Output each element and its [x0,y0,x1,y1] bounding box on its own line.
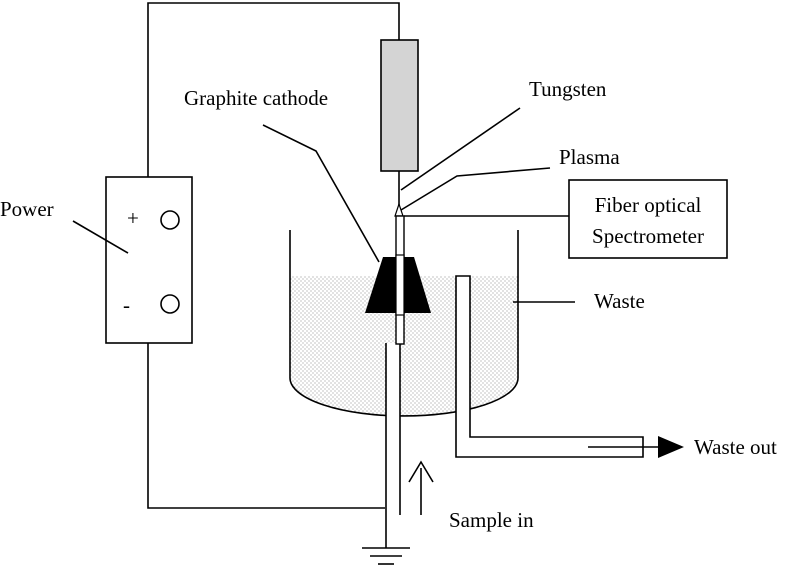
tungsten-holder [380,39,419,172]
tungsten-label: Tungsten [529,77,607,101]
power-box [105,176,193,344]
minus-terminal-label: - [123,293,130,317]
ground-icon [362,515,410,565]
plus-terminal-label: + [127,206,139,230]
tungsten-leader [400,107,521,191]
sample-in-label: Sample in [449,508,534,532]
sample-inlet-tube [385,343,401,515]
power-leader [72,220,129,254]
minus-terminal [160,294,180,314]
plus-terminal [160,210,180,230]
spectrometer-label-line1: Fiber optical [595,193,702,217]
plasma-label: Plasma [559,145,620,169]
waste-label: Waste [594,289,645,313]
waste-out-label: Waste out [694,435,777,459]
waste-tube [455,275,684,458]
graphite-cathode-leader [262,124,380,263]
beaker-wall [289,230,519,417]
circuit-wires [147,2,400,509]
waste-out-arrow-icon [658,436,684,458]
power-supply: + - [105,176,193,344]
plasma-leader [400,167,551,211]
spectrometer-label-line2: Spectrometer [592,224,704,248]
spectrometer-box [568,179,728,259]
sample-in-arrow-icon [408,460,434,515]
power-label: Power [0,197,54,221]
graphite-cathode-label: Graphite cathode [184,86,328,110]
